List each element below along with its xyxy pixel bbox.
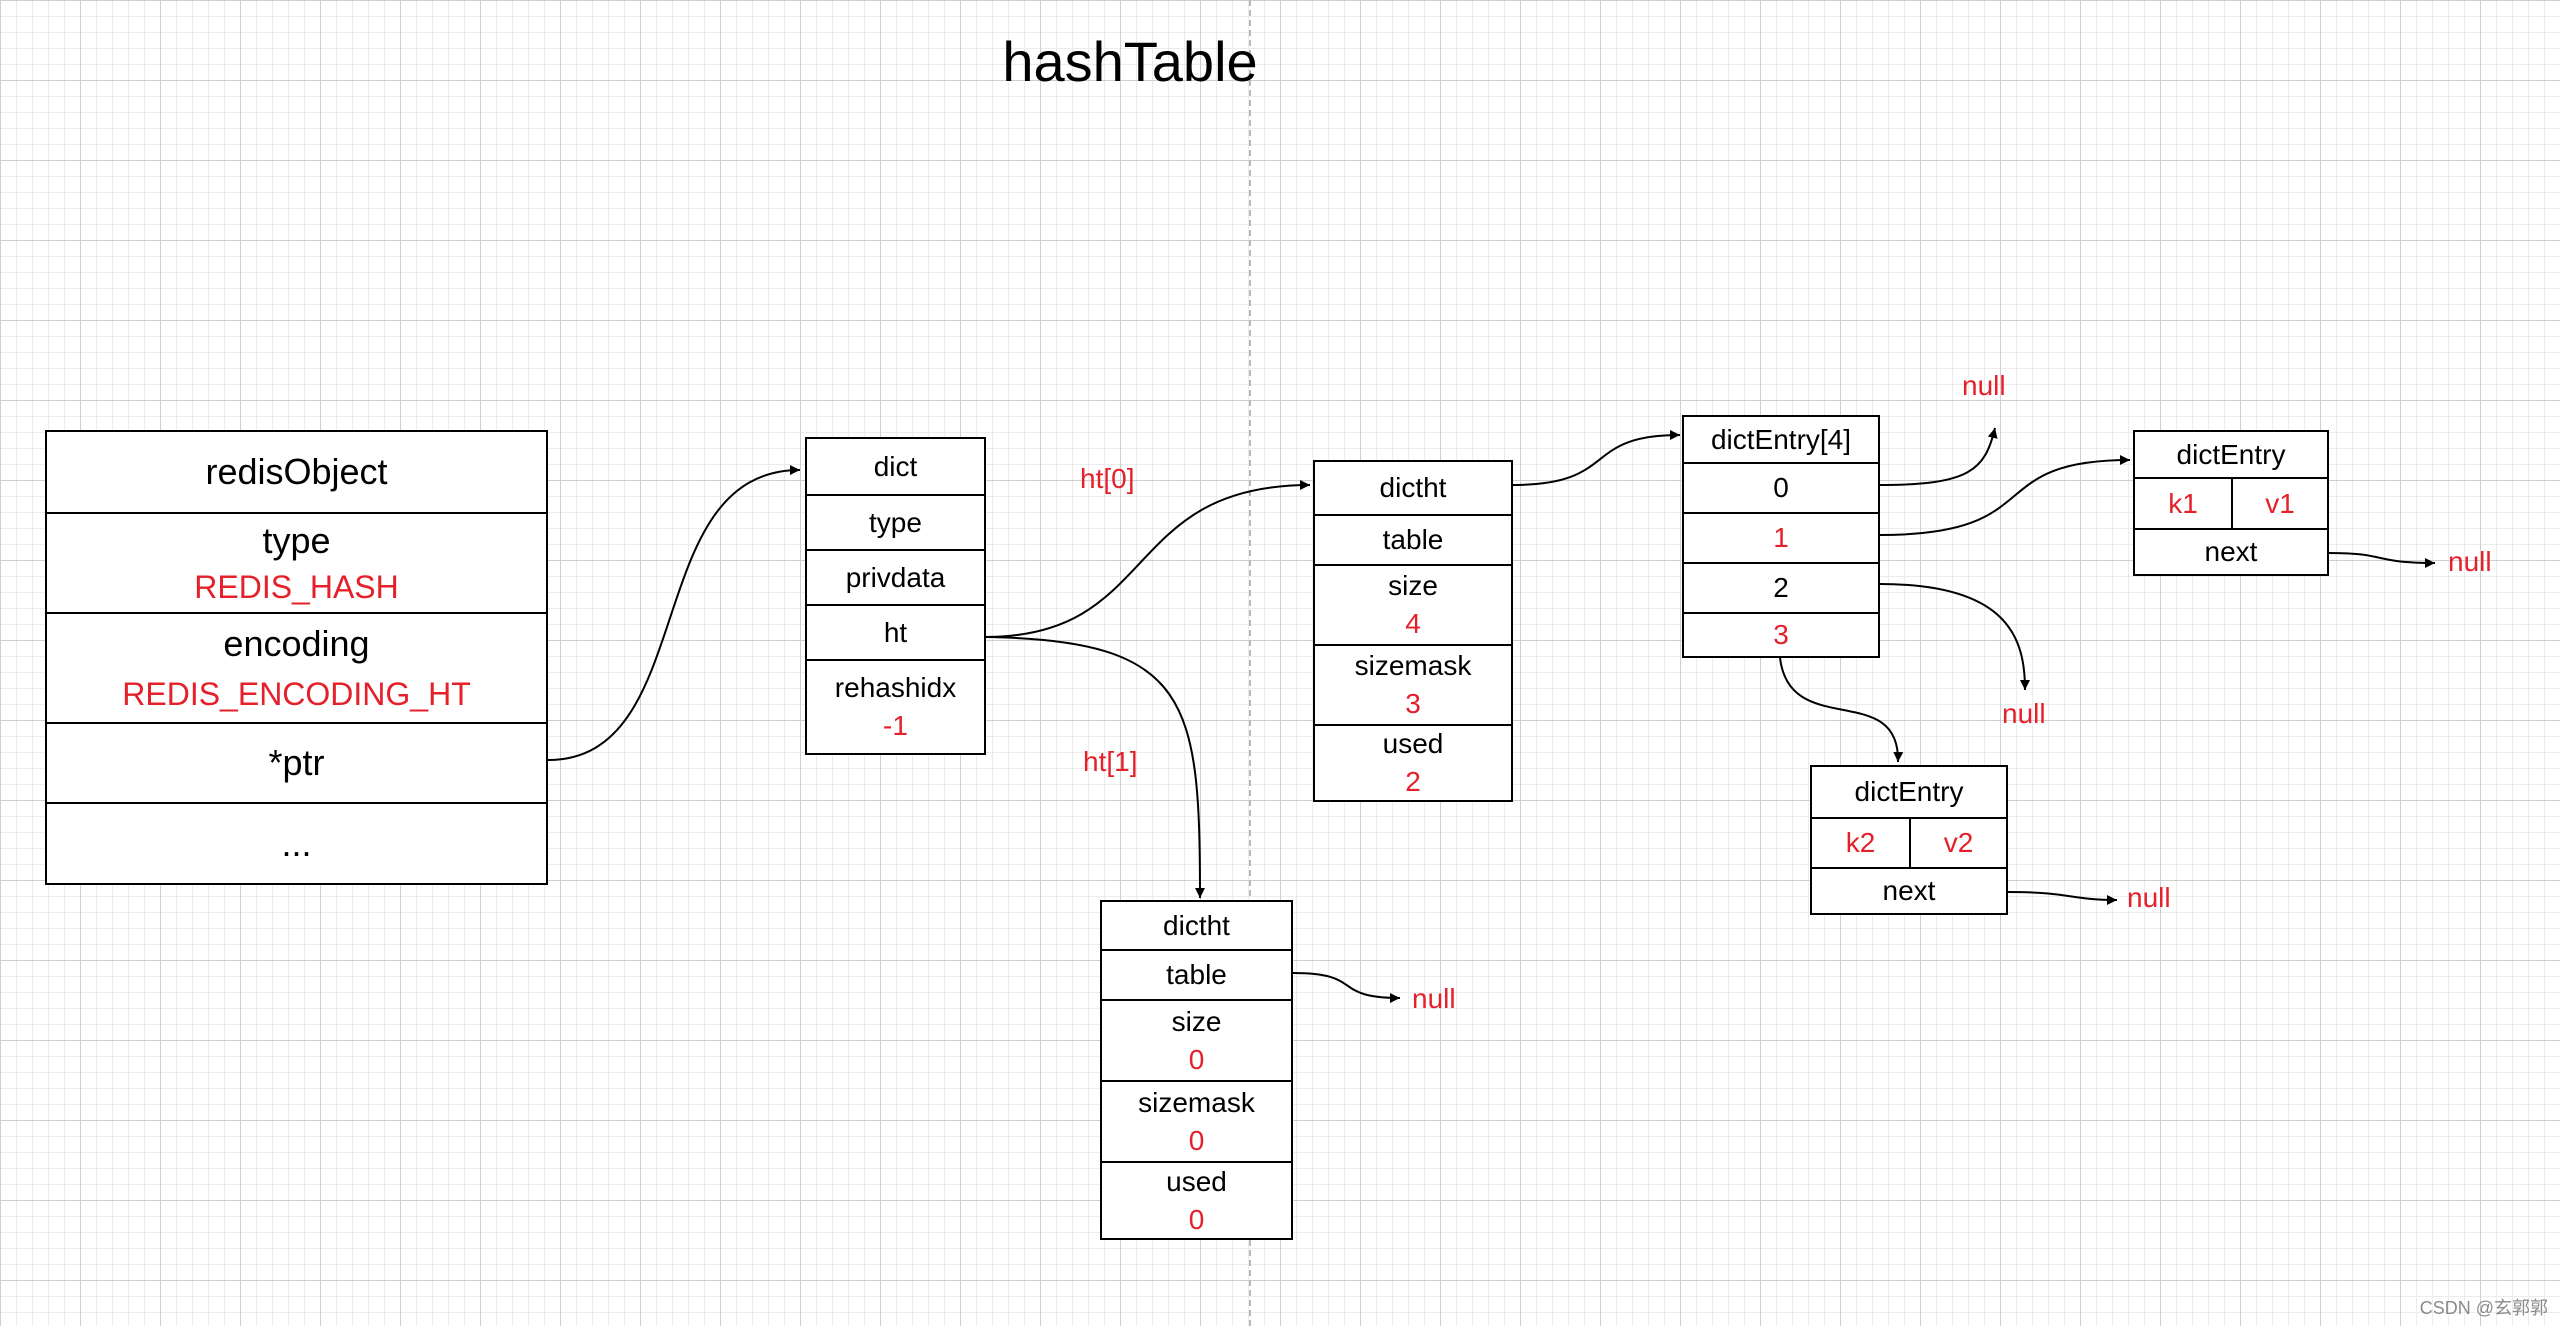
redis-object-ptr-cell: *ptr <box>47 722 546 802</box>
dictht0-sizemask-cell: sizemask 3 <box>1315 644 1511 724</box>
arrow-ht0-to-dictht <box>984 480 1311 638</box>
dictht1-box: dictht table size 0 sizemask 0 used 0 <box>1100 900 1293 1240</box>
size-value: 4 <box>1405 608 1421 639</box>
encoding-label: encoding <box>223 623 370 665</box>
entry1-next-null-label: null <box>2448 546 2492 577</box>
entry-array-header: dictEntry[4] <box>1710 423 1852 455</box>
used-label: used <box>1166 1165 1227 1197</box>
dictht1-table-cell: table <box>1102 949 1291 999</box>
type-value: REDIS_HASH <box>194 569 399 606</box>
size-label: size <box>1171 1005 1222 1037</box>
entry1-next: next <box>2135 528 2327 574</box>
dict-box: dict type privdata ht rehashidx -1 <box>805 437 986 755</box>
diagram-title: hashTable <box>1002 30 1258 93</box>
sizemask-value: 0 <box>1188 1124 1205 1156</box>
dict-header: dict <box>873 450 918 482</box>
dictht1-table-null-label: null <box>1412 983 1456 1014</box>
entry1-header: dictEntry <box>2176 438 2286 470</box>
arrow-slot3-to-entry2 <box>1779 657 1904 763</box>
arrow-slot2-to-null <box>1879 583 2030 691</box>
arrow-ptr-to-dict <box>547 465 801 761</box>
sizemask-value: 3 <box>1405 688 1421 719</box>
entry1-key: k1 <box>2135 477 2233 528</box>
dict-entry-2-box: dictEntry k2 v2 next <box>1810 765 2008 915</box>
edge-label-ht1: ht[1] <box>1083 746 1138 777</box>
dictht1-used-cell: used 0 <box>1102 1161 1291 1238</box>
entry2-header: dictEntry <box>1854 776 1964 808</box>
dict-type-cell: type <box>807 494 984 549</box>
redis-object-type-cell: type REDIS_HASH <box>47 512 546 612</box>
dictht0-box: dictht table size 4 sizemask 3 used 2 <box>1313 460 1513 802</box>
used-label: used <box>1382 728 1444 760</box>
dictht1-header: dictht <box>1163 909 1230 941</box>
dictht0-header: dictht <box>1379 472 1447 504</box>
rehashidx-label: rehashidx <box>834 672 957 704</box>
entry2-key: k2 <box>1812 817 1911 867</box>
arrow-entry1-next-to-null <box>2327 552 2436 568</box>
entry-slot-0: 0 <box>1684 462 1878 512</box>
watermark: CSDN @玄郭郭 <box>2419 1298 2548 1318</box>
redis-object-more-cell: ... <box>47 802 546 883</box>
size-value: 0 <box>1188 1043 1205 1075</box>
dictht0-table-cell: table <box>1315 514 1511 564</box>
arrow-ht1-to-dictht <box>984 636 1205 899</box>
dict-ht-cell: ht <box>807 604 984 659</box>
sizemask-label: sizemask <box>1138 1086 1255 1118</box>
slot0-null-label: null <box>1962 370 2006 401</box>
arrow-slot1-to-entry1 <box>1879 455 2131 536</box>
dict-entry-1-box: dictEntry k1 v1 next <box>2133 430 2329 576</box>
entry2-next-null-label: null <box>2127 882 2171 913</box>
rehashidx-value: -1 <box>883 710 908 741</box>
sizemask-label: sizemask <box>1354 650 1472 682</box>
slot2-null-label: null <box>2002 698 2046 729</box>
dashed-divider <box>1249 0 1251 1326</box>
dict-entry-array-box: dictEntry[4] 0 1 2 3 <box>1682 415 1880 658</box>
dict-privdata-cell: privdata <box>807 549 984 604</box>
edge-label-ht0: ht[0] <box>1080 463 1135 494</box>
dictht0-size-cell: size 4 <box>1315 564 1511 644</box>
entry-slot-2: 2 <box>1684 562 1878 612</box>
entry2-next: next <box>1812 867 2006 913</box>
dictht0-used-cell: used 2 <box>1315 724 1511 800</box>
entry-slot-1: 1 <box>1684 512 1878 562</box>
entry1-value: v1 <box>2233 477 2327 528</box>
entry-slot-3: 3 <box>1684 612 1878 656</box>
redis-object-box: redisObject type REDIS_HASH encoding RED… <box>45 430 548 885</box>
encoding-value: REDIS_ENCODING_HT <box>122 676 471 713</box>
redis-object-header: redisObject <box>205 451 388 493</box>
arrow-table-to-entry-array <box>1511 430 1681 486</box>
type-label: type <box>262 520 331 562</box>
redis-object-encoding-cell: encoding REDIS_ENCODING_HT <box>47 612 546 722</box>
used-value: 2 <box>1405 766 1421 797</box>
entry2-value: v2 <box>1911 817 2006 867</box>
dictht1-sizemask-cell: sizemask 0 <box>1102 1080 1291 1161</box>
size-label: size <box>1388 570 1438 602</box>
used-value: 0 <box>1188 1203 1205 1235</box>
arrow-entry2-next-to-null <box>2007 891 2118 905</box>
dictht1-size-cell: size 0 <box>1102 999 1291 1080</box>
arrow-dictht1-table-to-null <box>1292 972 1401 1003</box>
arrow-slot0-to-null <box>1879 427 1998 486</box>
dict-rehashidx-cell: rehashidx -1 <box>807 659 984 753</box>
